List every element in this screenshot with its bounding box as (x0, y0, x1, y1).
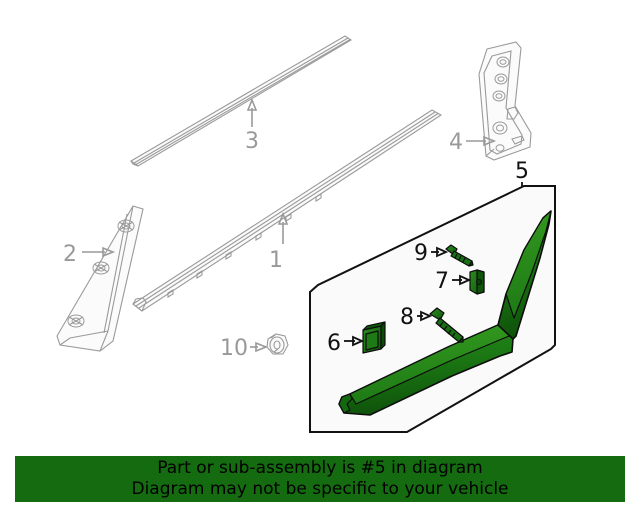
callout-1: 1 (269, 211, 289, 273)
callout-label-10: 10 (220, 336, 248, 361)
part-3-roof-drip-molding (129, 35, 353, 167)
part-7-retainer-clip (469, 269, 485, 295)
part-9-tapping-screw (445, 244, 474, 267)
callout-2: 2 (63, 242, 116, 267)
callout-label-5: 5 (515, 159, 529, 184)
callout-6: 6 (327, 331, 365, 356)
callout-label-9: 9 (414, 241, 428, 266)
callout-3: 3 (245, 97, 259, 154)
callout-label-8: 8 (400, 305, 414, 330)
callout-8: 8 (400, 305, 433, 330)
part-5-rocker-panel-molding (338, 210, 552, 416)
callout-label-6: 6 (327, 331, 341, 356)
part-2-b-pillar-applique (56, 205, 144, 352)
callout-9: 9 (414, 241, 449, 266)
callout-5: 5 (515, 159, 529, 187)
part-1-door-belt-molding (132, 109, 443, 312)
detail-callout-box (309, 185, 556, 433)
part-4-front-corner-applique (478, 41, 532, 161)
callout-4: 4 (449, 130, 497, 155)
disclaimer-banner: Part or sub-assembly is #5 in diagram Di… (15, 456, 625, 502)
pillar-clip-boss (117, 219, 135, 233)
callout-10: 10 (220, 336, 269, 361)
pillar-clip-boss (67, 314, 85, 328)
disclaimer-line-1: Part or sub-assembly is #5 in diagram (157, 458, 483, 478)
part-8-tapping-screw (429, 307, 464, 343)
callout-label-4: 4 (449, 130, 463, 155)
callout-label-7: 7 (435, 269, 449, 294)
callout-label-2: 2 (63, 242, 77, 267)
callout-label-3: 3 (245, 129, 259, 154)
part-6-retainer-clip (362, 321, 386, 354)
part-10-grommet-nut (266, 333, 289, 355)
pillar-clip-boss (92, 261, 110, 275)
disclaimer-line-2: Diagram may not be specific to your vehi… (131, 479, 509, 499)
callout-7: 7 (435, 269, 472, 294)
callout-label-1: 1 (269, 248, 283, 273)
